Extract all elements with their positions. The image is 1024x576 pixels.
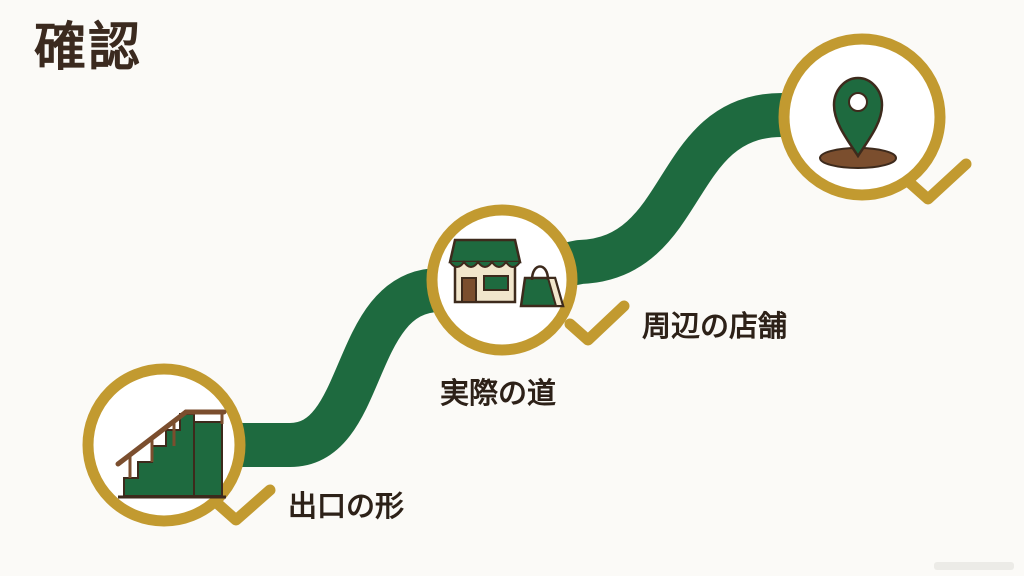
step-3-label: 周辺の店舗 xyxy=(642,309,788,343)
step-2-label: 実際の道 xyxy=(440,376,557,410)
step-3-check-icon xyxy=(904,158,972,205)
step-1-check-icon xyxy=(212,484,276,526)
watermark-mark xyxy=(934,562,1014,570)
step-2-check-icon xyxy=(564,300,630,346)
staircase-icon xyxy=(115,409,227,499)
step-1-node xyxy=(82,363,276,527)
step-1-label: 出口の形 xyxy=(288,489,405,523)
storefront-icon xyxy=(448,238,565,308)
page-title: 確認 xyxy=(34,18,143,78)
step-3-node xyxy=(778,33,972,205)
map-pin-icon xyxy=(819,76,897,169)
winding-road xyxy=(240,93,804,467)
step-2-node xyxy=(426,204,630,356)
